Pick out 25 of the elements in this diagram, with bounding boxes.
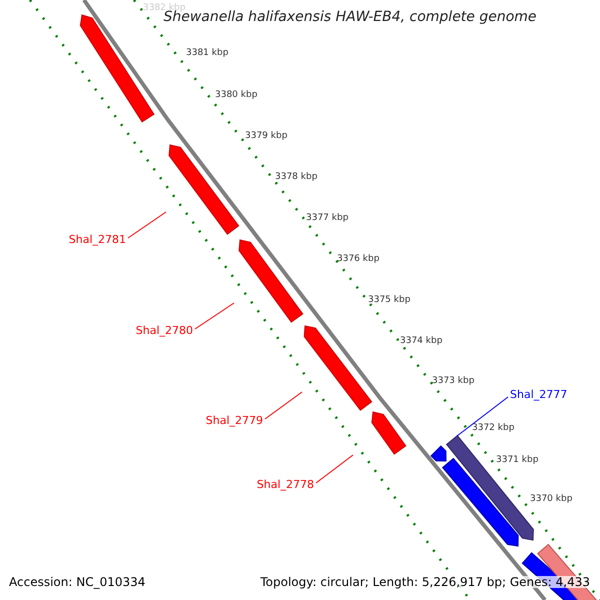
gene-label: Shal_2778 xyxy=(256,479,314,490)
scale-label: 3373 kbp xyxy=(432,377,474,386)
diagram-title: Shewanella halifaxensis HAW-EB4, complete genome xyxy=(163,10,538,24)
scale-label: 3376 kbp xyxy=(337,255,380,264)
scale-label: 3380 kbp xyxy=(215,91,258,100)
scale-label: 3378 kbp xyxy=(275,173,318,182)
leader-line xyxy=(264,392,302,420)
gene-label: Shal_2780 xyxy=(136,325,193,336)
genome-info-text: Topology: circular; Length: 5,226,917 bp; Genes: 4,433 xyxy=(260,576,590,588)
scale-label: 3381 kbp xyxy=(186,49,228,58)
gene-label: Shal_2781 xyxy=(68,234,126,245)
leader-line xyxy=(194,302,234,330)
scale-label: 3377 kbp xyxy=(306,214,348,223)
leader-line xyxy=(128,212,166,238)
scale-label: 3372 kbp xyxy=(472,424,514,433)
leader-line xyxy=(316,454,354,484)
scale-label: 3375 kbp xyxy=(368,296,410,305)
accession-text: Accession: NC_010334 xyxy=(9,576,146,588)
gene-label: Shal_2779 xyxy=(206,415,263,426)
scale-label: 3370 kbp xyxy=(530,495,572,504)
scale-label: 3374 kbp xyxy=(400,337,442,346)
scale-label: 3371 kbp xyxy=(496,456,538,465)
scale-label: 3379 kbp xyxy=(245,132,288,141)
leader-line xyxy=(456,396,508,436)
gene-label: Shal_2777 xyxy=(510,389,568,400)
